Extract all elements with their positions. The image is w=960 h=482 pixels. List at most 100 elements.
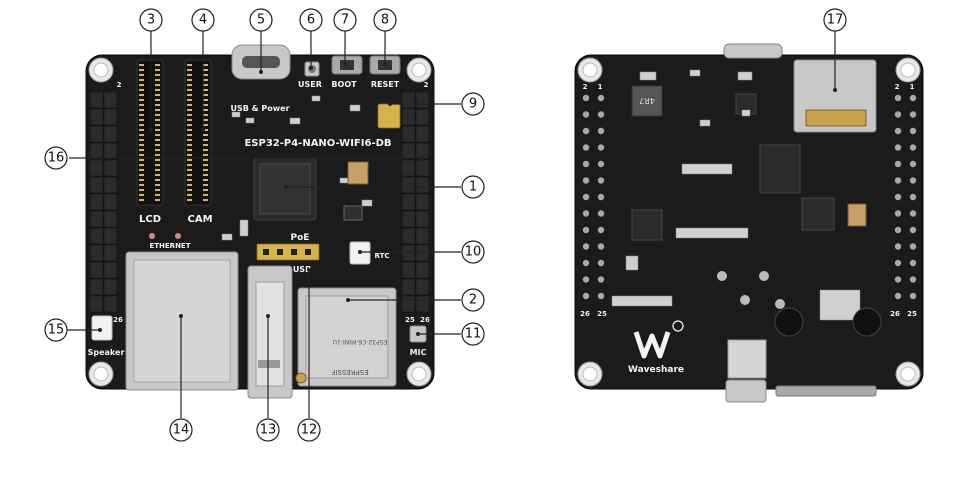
fpc-pin	[187, 199, 192, 201]
back-left-pin-holes	[582, 94, 605, 300]
pin-hole	[597, 243, 605, 250]
fpc-pin	[139, 169, 144, 171]
pin-hole	[894, 226, 902, 234]
fpc-pin	[187, 154, 192, 156]
front-mounting-holes	[88, 57, 432, 387]
header-pin	[89, 210, 104, 228]
back-pin-2-left: 2	[583, 83, 588, 91]
pin-hole	[582, 243, 590, 250]
pin-hole	[909, 144, 917, 151]
cam-fpc-connector	[184, 59, 212, 206]
fpc-pin	[139, 134, 144, 136]
header-pin	[103, 227, 118, 245]
fpc-pin	[139, 79, 144, 81]
header-pin	[103, 125, 118, 143]
header-pin	[401, 295, 416, 313]
pin-hole	[894, 193, 902, 201]
back-pin-2-right: 2	[895, 83, 900, 91]
header-pin	[415, 176, 430, 194]
callout-5: 5	[257, 13, 265, 28]
poe-label: PoE	[291, 233, 310, 243]
fpc-pin	[139, 89, 144, 91]
rj45-ethernet-jack	[125, 251, 239, 391]
front-small-components	[221, 95, 373, 241]
back-pin-1-right: 1	[910, 83, 915, 91]
callout-16: 16	[48, 151, 65, 166]
pin-hole	[894, 160, 902, 168]
header-pin	[401, 261, 416, 279]
pin-hole	[909, 160, 917, 168]
pin-hole	[894, 210, 902, 217]
back-speaker-mount-1	[774, 307, 804, 337]
fpc-pin	[187, 109, 192, 111]
fpc-pin	[155, 199, 160, 201]
pin-hole	[582, 177, 590, 184]
callout-4: 4	[199, 13, 207, 28]
fpc-pin	[187, 164, 192, 166]
pin-hole	[894, 259, 902, 267]
fpc-pin	[155, 159, 160, 161]
back-usb-a-edge	[725, 379, 767, 403]
usb-a-port	[247, 265, 293, 399]
back-speaker-mount-2	[852, 307, 882, 337]
fpc-pin	[187, 64, 192, 66]
fpc-pin	[155, 134, 160, 136]
header-pin	[415, 125, 430, 143]
back-ic-2	[631, 209, 663, 241]
pin-hole	[909, 226, 917, 234]
fpc-pin	[155, 179, 160, 181]
fpc-pin	[155, 184, 160, 186]
fpc-pin	[139, 189, 144, 191]
fpc-pin	[187, 119, 192, 121]
front-pin-25-right: 25	[405, 316, 415, 324]
fpc-pin	[203, 149, 208, 151]
fpc-pin	[139, 199, 144, 201]
back-pad-3	[740, 295, 750, 305]
fpc-pin	[139, 194, 144, 196]
pin-hole	[597, 127, 605, 135]
header-pin	[415, 193, 430, 211]
front-pin-2-left: 2	[117, 81, 122, 89]
fpc-pin	[155, 74, 160, 76]
header-pin	[103, 278, 118, 296]
espressif-label: ESPRESSIF	[331, 368, 368, 376]
back-pin-26-right: 26	[890, 310, 900, 318]
front-pin-26-left: 26	[113, 316, 123, 324]
ethernet-led-1	[149, 233, 155, 239]
pin-hole	[909, 243, 917, 250]
fpc-pin	[139, 139, 144, 141]
fpc-pin	[203, 164, 208, 166]
boot-button	[331, 55, 363, 75]
back-small-components	[611, 69, 861, 321]
fpc-pin	[203, 169, 208, 171]
pin-hole	[597, 111, 605, 118]
fpc-pin	[203, 184, 208, 186]
callout-1: 1	[469, 180, 477, 195]
fpc-pin	[139, 179, 144, 181]
callout-2: 2	[469, 293, 477, 308]
fpc-pin	[187, 84, 192, 86]
fpc-pin	[187, 94, 192, 96]
header-pin	[103, 142, 118, 160]
header-pin	[89, 193, 104, 211]
pin-hole	[597, 276, 605, 283]
back-usb-c-edge	[723, 43, 783, 59]
poe-header	[256, 243, 320, 261]
fpc-pin	[155, 149, 160, 151]
header-pin	[415, 244, 430, 262]
fpc-pin	[139, 154, 144, 156]
lcd-fpc-connector	[136, 59, 164, 206]
lcd-label: LCD	[139, 214, 161, 225]
pin-hole	[909, 94, 917, 102]
pin-hole	[597, 292, 605, 300]
front-pin-2-right: 2	[424, 81, 429, 89]
rtc-label: RTC	[375, 252, 390, 260]
fpc-pin	[155, 194, 160, 196]
header-pin	[415, 227, 430, 245]
front-left-pin-header	[89, 91, 118, 313]
callout-15: 15	[48, 323, 65, 338]
header-pin	[89, 91, 104, 109]
fpc-pin	[203, 159, 208, 161]
fpc-pin	[155, 109, 160, 111]
